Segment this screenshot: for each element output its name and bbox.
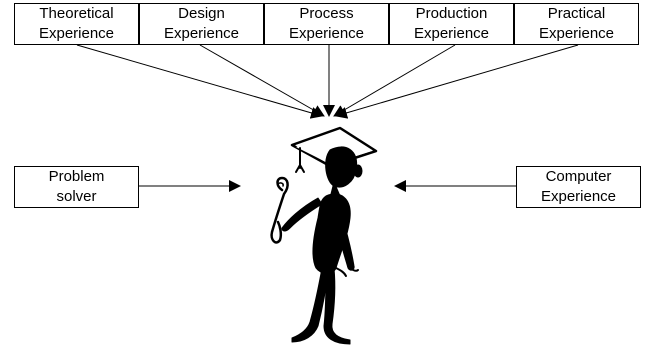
box-label: Theoretical Experience: [38, 5, 115, 42]
box-label: Computer Experience: [540, 168, 617, 205]
box-production-experience: Production Experience: [389, 3, 514, 45]
box-design-experience: Design Experience: [139, 3, 264, 45]
box-label: Problem solver: [48, 168, 105, 205]
arrow-production: [333, 44, 456, 117]
box-label: Design Experience: [163, 5, 240, 42]
box-label: Production Experience: [413, 5, 490, 42]
arrow-practical: [335, 44, 579, 119]
box-computer-experience: Computer Experience: [516, 166, 641, 208]
arrow-theoretical: [76, 44, 323, 119]
box-theoretical-experience: Theoretical Experience: [14, 3, 139, 45]
box-process-experience: Process Experience: [264, 3, 389, 45]
box-problem-solver: Problem solver: [14, 166, 139, 208]
arrow-design: [199, 44, 325, 117]
box-practical-experience: Practical Experience: [514, 3, 639, 45]
box-label: Process Experience: [288, 5, 365, 42]
box-label: Practical Experience: [538, 5, 615, 42]
